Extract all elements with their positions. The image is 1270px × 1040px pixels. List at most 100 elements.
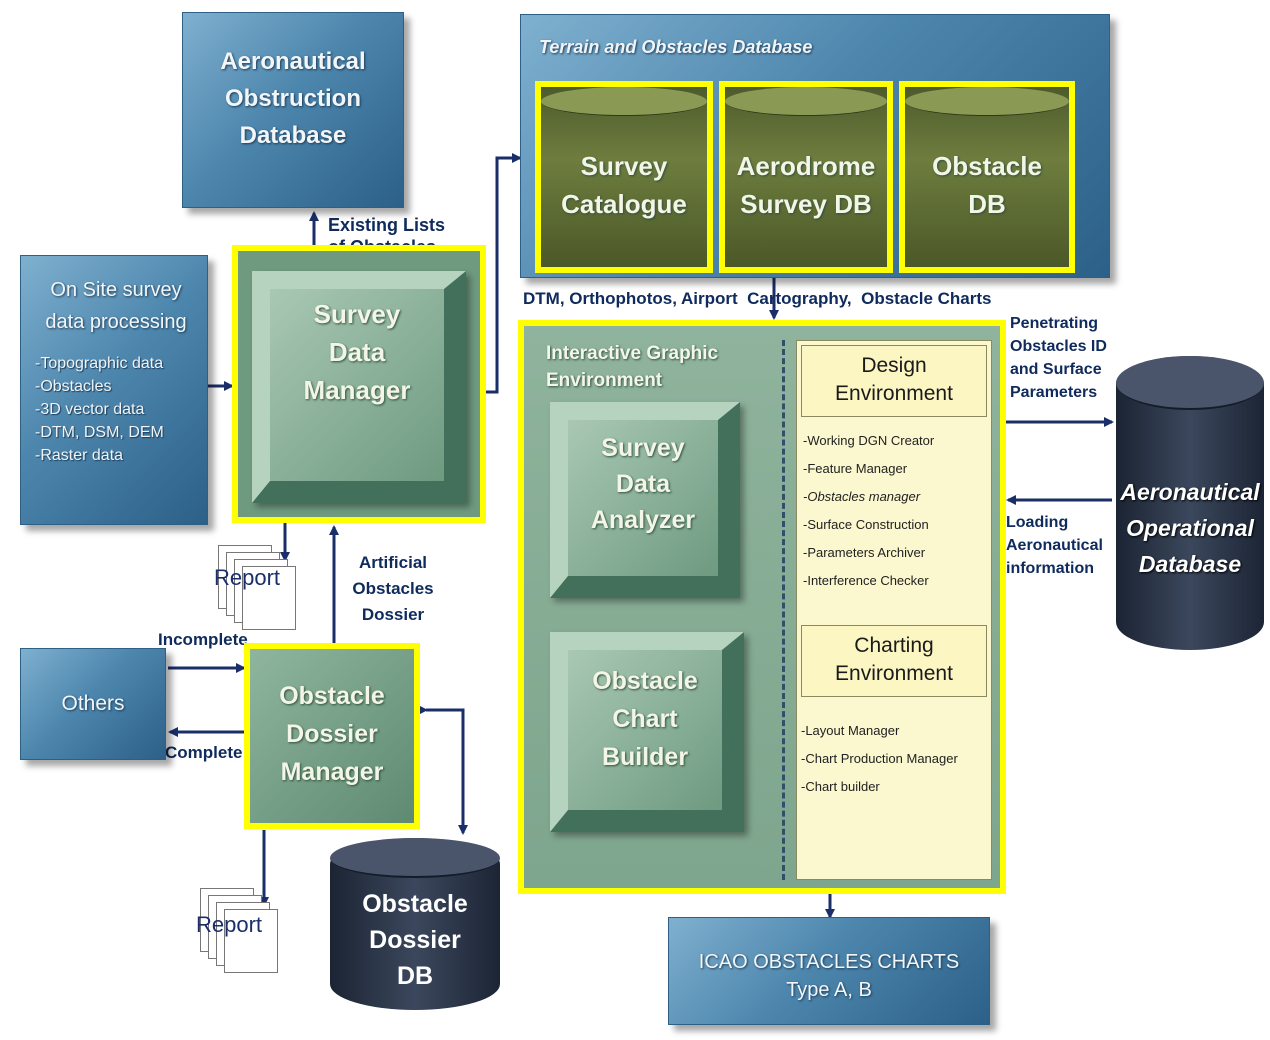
aod-line-3: Database <box>239 122 347 149</box>
odm-line-1: Obstacle <box>279 682 385 710</box>
ocb-line-1: Obstacle <box>592 667 698 695</box>
report-document-stack: Report <box>196 888 290 973</box>
aodb-line-2: Operational <box>1126 515 1254 541</box>
aodb-line-1: Aeronautical <box>1120 479 1260 505</box>
aod-line-1: Aeronautical <box>220 48 366 75</box>
icao-line-1: ICAO OBSTACLES CHARTS <box>698 951 960 973</box>
others-box: Others <box>20 648 166 760</box>
ige-title-2: Environment <box>546 370 663 391</box>
artificial-line-3: Dossier <box>361 605 425 624</box>
penetrating-line-4: Parameters <box>1010 384 1098 401</box>
obstacle-db: Obstacle DB <box>899 81 1075 273</box>
onsite-item: -DTM, DSM, DEM <box>35 424 164 441</box>
charting-environment-list: -Layout Manager -Chart Production Manage… <box>801 717 991 801</box>
artificial-line-1: Artificial <box>358 553 428 572</box>
data-flow-label: DTM, Orthophotos, Airport Cartography, O… <box>523 289 992 308</box>
arrow-odm-oddb <box>418 705 468 835</box>
icao-line-2: Type A, B <box>786 979 872 1001</box>
charting-item: -Layout Manager <box>801 723 900 738</box>
report-document-stack: Report <box>214 545 308 630</box>
aodb-line-3: Database <box>1138 551 1242 577</box>
sdm-line-3: Manager <box>303 375 411 405</box>
sda-line-2: Data <box>615 470 671 498</box>
aod-line-2: Obstruction <box>225 85 361 112</box>
ocb-line-3: Builder <box>601 743 689 771</box>
others-label: Others <box>61 692 125 715</box>
ige-divider <box>782 340 785 880</box>
survey-data-manager-frame: Survey Data Manager <box>232 245 486 523</box>
odm-line-3: Manager <box>280 758 384 786</box>
design-title-2: Environment <box>835 382 953 405</box>
charting-item: -Chart Production Manager <box>801 751 958 766</box>
oddb-line-3: DB <box>396 962 434 990</box>
survey-data-analyzer: Survey Data Analyzer <box>550 402 740 598</box>
onsite-title-1: On Site survey <box>50 279 182 301</box>
ige-title-1: Interactive Graphic <box>546 343 719 364</box>
survey-catalogue-line-2: Catalogue <box>561 189 687 219</box>
design-environment-list: -Working DGN Creator -Feature Manager -O… <box>803 427 991 595</box>
odm-line-2: Dossier <box>286 720 378 748</box>
survey-catalogue-db: Survey Catalogue <box>535 81 713 273</box>
existing-lists-line-1: Existing Lists <box>328 215 446 235</box>
charting-title-1: Charting <box>854 634 934 657</box>
aerodrome-line-1: Aerodrome <box>736 151 876 181</box>
onsite-title-2: data processing <box>45 311 187 333</box>
terrain-db-title: Terrain and Obstacles Database <box>539 37 813 57</box>
sdm-line-2: Data <box>328 337 386 367</box>
design-item: -Working DGN Creator <box>803 433 935 448</box>
arrow-sdm-terrain <box>486 153 522 394</box>
survey-data-manager: Survey Data Manager <box>252 271 466 503</box>
icao-obstacles-charts: ICAO OBSTACLES CHARTS Type A, B <box>668 917 990 1025</box>
environment-panel: Design Environment -Working DGN Creator … <box>796 340 992 880</box>
interactive-graphic-environment: Interactive Graphic Environment Survey D… <box>518 320 1006 894</box>
design-title-1: Design <box>861 354 927 377</box>
sdm-line-1: Survey <box>313 299 401 329</box>
terrain-obstacles-database: Terrain and Obstacles Database Survey Ca… <box>520 14 1110 278</box>
report-label: Report <box>214 565 281 590</box>
incomplete-label: Incomplete <box>158 630 248 649</box>
onsite-item: -Topographic data <box>35 355 164 372</box>
report-label: Report <box>196 912 263 937</box>
obstacle-db-line-2: DB <box>968 189 1006 219</box>
onsite-item: -3D vector data <box>35 401 145 418</box>
oddb-line-1: Obstacle <box>362 890 468 918</box>
design-item: -Parameters Archiver <box>803 545 926 560</box>
penetrating-line-1: Penetrating <box>1010 315 1099 332</box>
design-item: -Obstacles manager <box>803 489 921 504</box>
obstacle-chart-builder: Obstacle Chart Builder <box>550 632 744 832</box>
aeronautical-operational-database: Aeronautical Operational Database <box>1116 356 1264 650</box>
ocb-line-2: Chart <box>612 705 678 733</box>
aerodrome-survey-db: Aerodrome Survey DB <box>719 81 893 273</box>
obstacle-dossier-db: Obstacle Dossier DB <box>330 838 500 1010</box>
design-item: -Surface Construction <box>803 517 929 532</box>
charting-environment-header: Charting Environment <box>801 625 987 697</box>
aero-obstruction-database: Aeronautical Obstruction Database <box>182 12 404 208</box>
penetrating-line-2: Obstacles ID <box>1010 338 1107 355</box>
artificial-line-2: Obstacles <box>352 579 434 598</box>
charting-item: -Chart builder <box>801 779 880 794</box>
sda-line-1: Survey <box>601 434 685 462</box>
oddb-line-2: Dossier <box>369 926 461 954</box>
design-environment-header: Design Environment <box>801 345 987 417</box>
survey-catalogue-line-1: Survey <box>580 151 668 181</box>
ige-title: Interactive Graphic Environment <box>546 340 718 394</box>
loading-information-label: Loading Aeronautical information <box>1006 511 1118 580</box>
obstacle-dossier-manager: Obstacle Dossier Manager <box>244 643 420 829</box>
onsite-survey-box: On Site survey data processing -Topograp… <box>20 255 208 525</box>
onsite-item: -Raster data <box>35 447 124 464</box>
sda-line-3: Analyzer <box>590 506 696 534</box>
penetrating-line-3: and Surface <box>1010 361 1102 378</box>
loading-line-3: information <box>1006 560 1094 577</box>
complete-label: Complete <box>165 743 243 762</box>
aerodrome-line-2: Survey DB <box>740 189 872 219</box>
penetrating-obstacles-label: Penetrating Obstacles ID and Surface Par… <box>1010 312 1140 404</box>
artificial-obstacles-label: Artificial Obstacles Dossier <box>338 550 448 628</box>
loading-line-1: Loading <box>1006 514 1069 531</box>
charting-title-2: Environment <box>835 662 953 685</box>
loading-line-2: Aeronautical <box>1006 537 1103 554</box>
obstacle-db-line-1: Obstacle <box>932 151 1042 181</box>
design-item: -Feature Manager <box>803 461 908 476</box>
onsite-item: -Obstacles <box>35 378 112 395</box>
design-item: -Interference Checker <box>803 573 929 588</box>
